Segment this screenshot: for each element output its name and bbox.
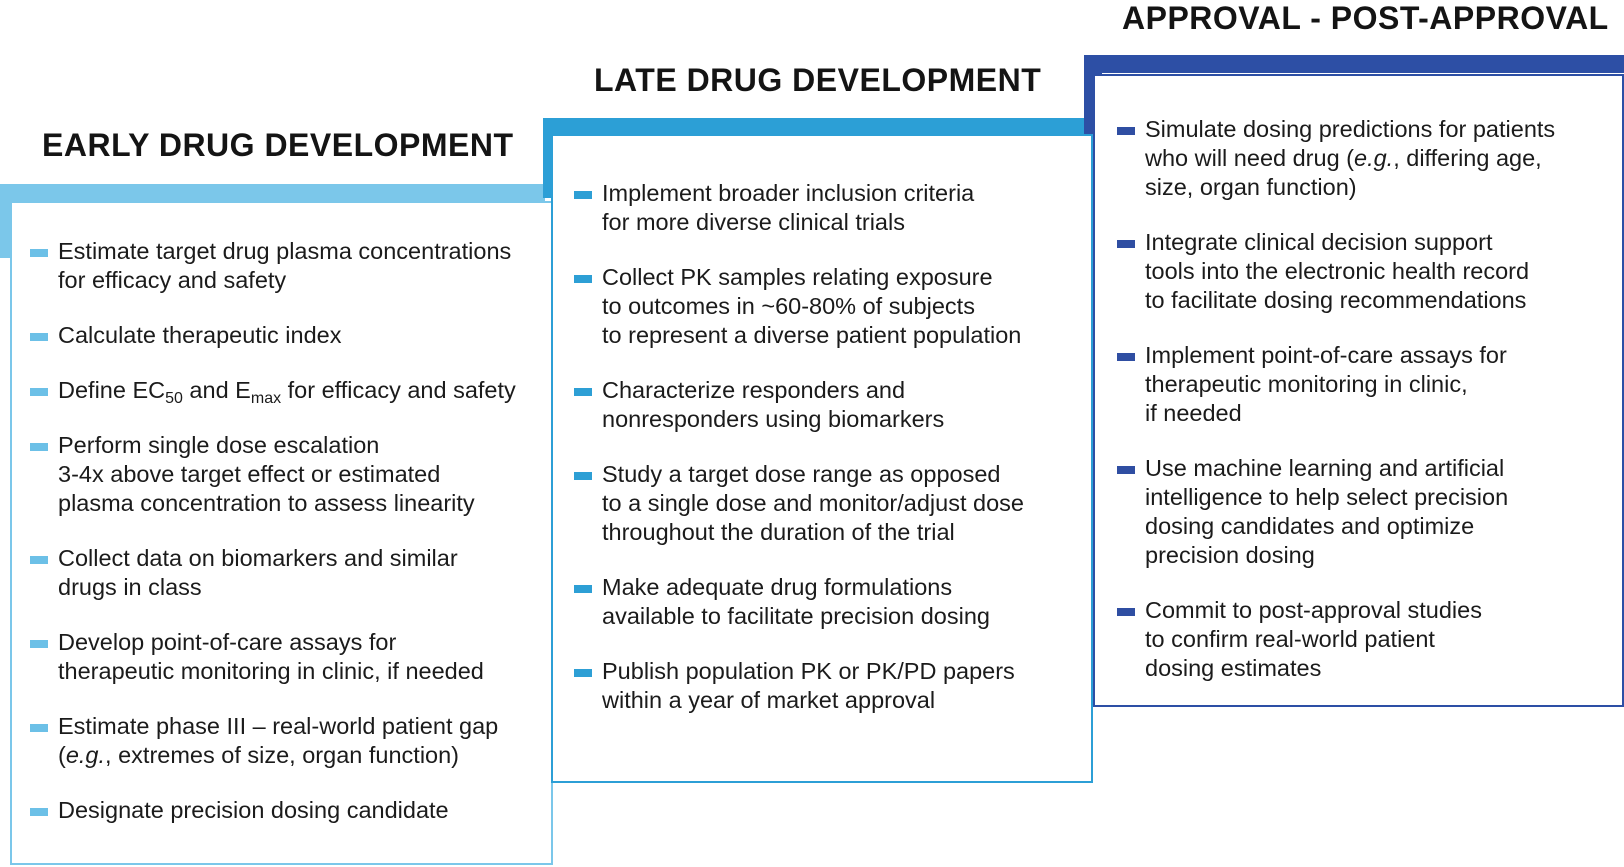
list-item: Perform single dose escalation 3-4x abov… xyxy=(30,431,550,518)
list-item: Study a target dose range as opposed to … xyxy=(574,460,1084,547)
list-item: Publish population PK or PK/PD papers wi… xyxy=(574,657,1084,715)
bullet-marker xyxy=(574,388,592,396)
bullet-marker xyxy=(1117,353,1135,361)
item-text: Develop point-of-care assays for therape… xyxy=(58,629,484,684)
bullet-marker xyxy=(30,333,48,341)
bullet-marker xyxy=(574,669,592,677)
item-text: Estimate phase III – real-world patient … xyxy=(58,713,499,768)
bullet-marker xyxy=(1117,608,1135,616)
approval-stage-list: Simulate dosing predictions for patients… xyxy=(1117,115,1617,709)
bullet-marker xyxy=(574,275,592,283)
bullet-marker xyxy=(1117,240,1135,248)
early-stage-title: EARLY DRUG DEVELOPMENT xyxy=(42,127,514,163)
item-text: Make adequate drug formulations availabl… xyxy=(602,574,990,629)
list-item: Use machine learning and artificial inte… xyxy=(1117,454,1617,570)
list-item: Implement broader inclusion criteria for… xyxy=(574,179,1084,237)
list-item: Develop point-of-care assays for therape… xyxy=(30,628,550,686)
list-item: Make adequate drug formulations availabl… xyxy=(574,573,1084,631)
item-text: Commit to post-approval studies to confi… xyxy=(1145,597,1482,681)
item-text: Collect data on biomarkers and similar d… xyxy=(58,545,458,600)
item-text: Calculate therapeutic index xyxy=(58,322,342,348)
list-item: Define EC50 and Emax for efficacy and sa… xyxy=(30,376,550,407)
item-text: Integrate clinical decision support tool… xyxy=(1145,229,1530,313)
bullet-marker xyxy=(574,191,592,199)
item-text: Implement point-of-care assays for thera… xyxy=(1145,342,1507,426)
item-text: Define EC50 and Emax for efficacy and sa… xyxy=(58,377,516,407)
early-stage-band xyxy=(0,184,545,202)
bullet-marker xyxy=(30,808,48,816)
late-stage-panel xyxy=(551,134,1093,783)
early-stage-list: Estimate target drug plasma concentratio… xyxy=(30,237,550,851)
bullet-marker xyxy=(1117,466,1135,474)
item-text: Use machine learning and artificial inte… xyxy=(1145,455,1509,568)
late-stage-title: LATE DRUG DEVELOPMENT xyxy=(594,62,1042,98)
bullet-marker xyxy=(30,388,48,396)
list-item: Simulate dosing predictions for patients… xyxy=(1117,115,1617,202)
list-item: Estimate target drug plasma concentratio… xyxy=(30,237,550,295)
bullet-marker xyxy=(30,249,48,257)
approval-stage-panel xyxy=(1093,74,1624,707)
bullet-marker xyxy=(1117,127,1135,135)
list-item: Estimate phase III – real-world patient … xyxy=(30,712,550,770)
bullet-marker xyxy=(30,556,48,564)
bullet-marker xyxy=(30,724,48,732)
list-item: Implement point-of-care assays for thera… xyxy=(1117,341,1617,428)
item-text: Study a target dose range as opposed to … xyxy=(602,461,1024,545)
item-text: Implement broader inclusion criteria for… xyxy=(602,180,975,235)
item-text: Perform single dose escalation 3-4x abov… xyxy=(58,432,475,516)
list-item: Commit to post-approval studies to confi… xyxy=(1117,596,1617,683)
list-item: Integrate clinical decision support tool… xyxy=(1117,228,1617,315)
list-item: Characterize responders and nonresponder… xyxy=(574,376,1084,434)
item-text: Estimate target drug plasma concentratio… xyxy=(58,238,512,293)
item-text: Designate precision dosing candidate xyxy=(58,797,449,823)
bullet-marker xyxy=(30,640,48,648)
item-text: Characterize responders and nonresponder… xyxy=(602,377,945,432)
approval-stage-title: APPROVAL - POST-APPROVAL xyxy=(1122,0,1609,36)
item-text: Simulate dosing predictions for patients… xyxy=(1145,116,1556,200)
list-item: Collect PK samples relating exposure to … xyxy=(574,263,1084,350)
item-text: Publish population PK or PK/PD papers wi… xyxy=(602,658,1015,713)
list-item: Designate precision dosing candidate xyxy=(30,796,550,825)
bullet-marker xyxy=(30,443,48,451)
late-stage-band xyxy=(543,118,1091,136)
list-item: Calculate therapeutic index xyxy=(30,321,550,350)
bullet-marker xyxy=(574,585,592,593)
approval-stage-band xyxy=(1084,55,1624,73)
item-text: Collect PK samples relating exposure to … xyxy=(602,264,1022,348)
late-stage-list: Implement broader inclusion criteria for… xyxy=(574,179,1084,741)
bullet-marker xyxy=(574,472,592,480)
list-item: Collect data on biomarkers and similar d… xyxy=(30,544,550,602)
